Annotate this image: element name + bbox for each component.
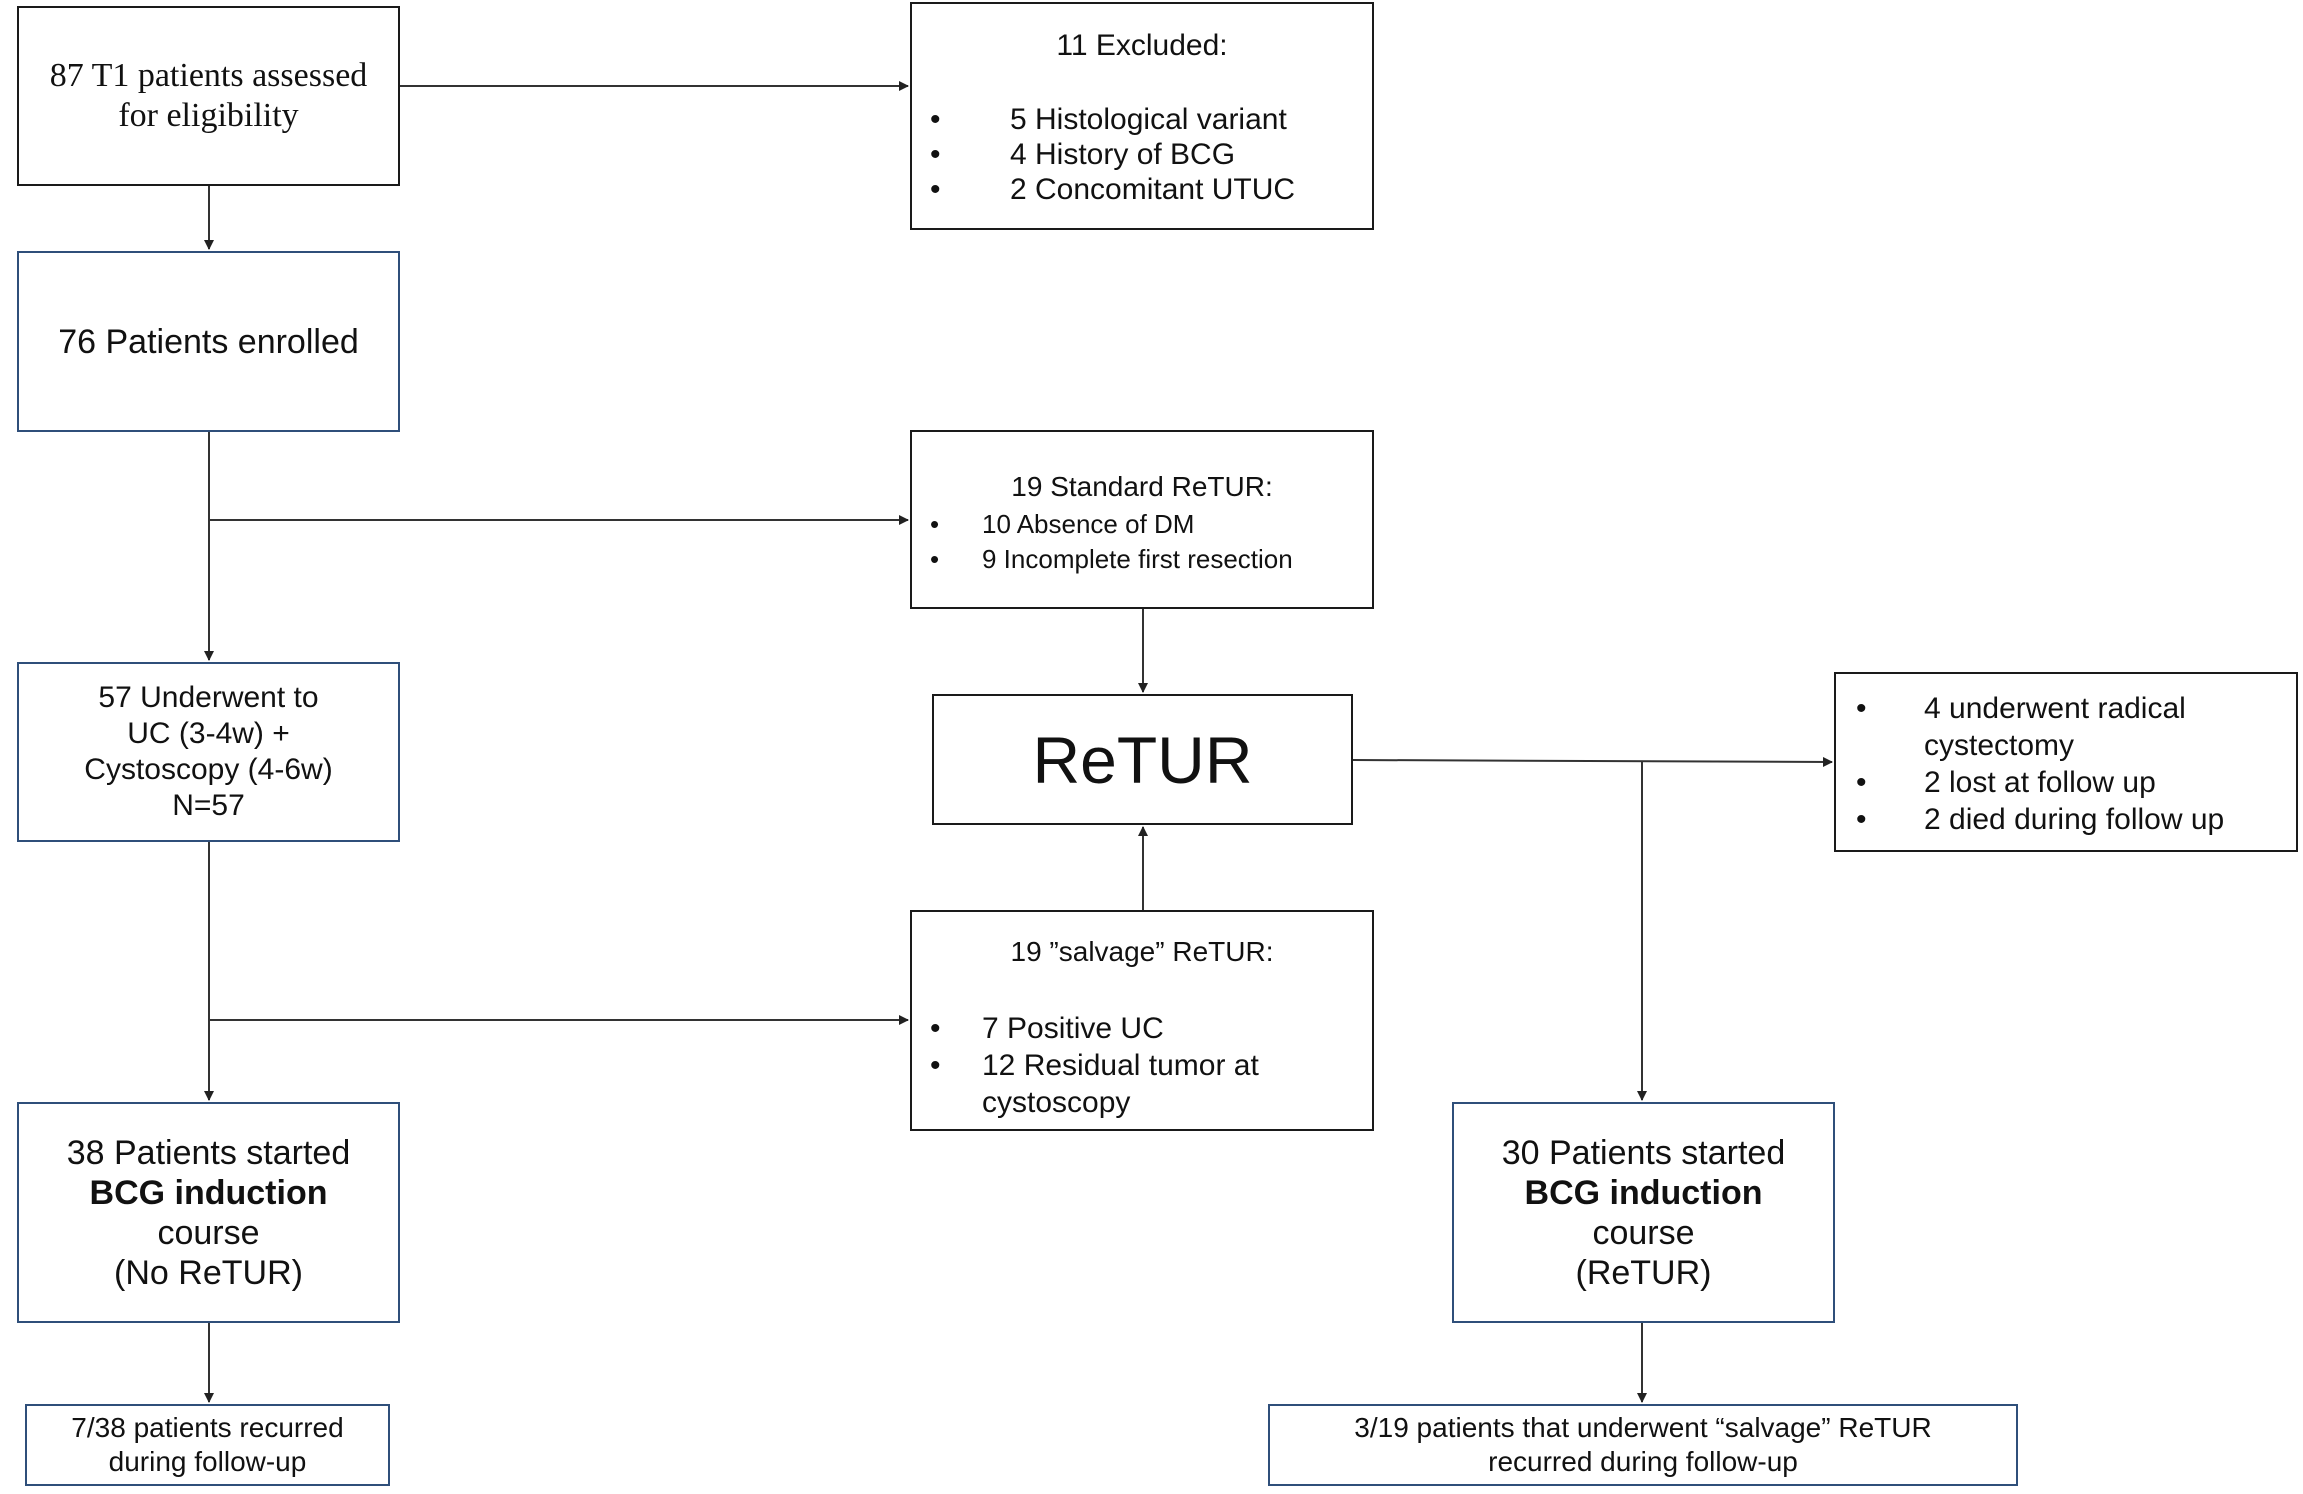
recurred-left-line-2: during follow-up <box>108 1446 307 1477</box>
standard-retur-title: 19 Standard ReTUR: <box>1011 471 1273 502</box>
standard-retur-box: 19 Standard ReTUR: •10 Absence of DM •9 … <box>910 430 1374 609</box>
salvage-retur-item: •7 Positive UC <box>930 1012 1164 1045</box>
salvage-retur-title: 19 ”salvage” ReTUR: <box>1010 936 1274 967</box>
excluded-list: •5 Histological variant •4 History of BC… <box>930 102 1295 207</box>
assessed-line-2: for eligibility <box>118 97 299 134</box>
outcomes-item: •4 underwent radical cystectomy <box>1856 692 2186 762</box>
outcomes-item: •2 lost at follow up <box>1856 766 2156 799</box>
excluded-item: •2 Concomitant UTUC <box>930 173 1296 206</box>
underwent-line-4: N=57 <box>172 789 245 822</box>
excluded-item: •4 History of BCG <box>930 138 1236 171</box>
excluded-item: •5 Histological variant <box>930 103 1287 136</box>
recurred-right-box: 3/19 patients that underwent “salvage” R… <box>1268 1404 2018 1486</box>
bcg-no-retur-bold: BCG induction <box>89 1173 328 1212</box>
enrolled-box: 76 Patients enrolled <box>17 251 400 432</box>
salvage-retur-box: 19 ”salvage” ReTUR: •7 Positive UC •12 R… <box>910 910 1374 1131</box>
bcg-retur-line-3: course <box>1592 1213 1695 1252</box>
assessed-line-1: 87 T1 patients assessed <box>49 57 368 94</box>
underwent-line-3: Cystoscopy (4-6w) <box>84 753 333 786</box>
standard-retur-item: •9 Incomplete first resection <box>930 544 1293 574</box>
bcg-no-retur-line-1: 38 Patients started <box>66 1133 351 1172</box>
outcomes-box: •4 underwent radical cystectomy •2 lost … <box>1834 672 2298 852</box>
recurred-left-box: 7/38 patients recurred during follow-up <box>25 1404 390 1486</box>
excluded-box: 11 Excluded: •5 Histological variant •4 … <box>910 2 1374 230</box>
standard-retur-list: •10 Absence of DM •9 Incomplete first re… <box>930 508 1293 578</box>
bcg-no-retur-box: 38 Patients started BCG induction course… <box>17 1102 400 1323</box>
enrolled-label: 76 Patients enrolled <box>58 322 359 361</box>
recurred-left-line-1: 7/38 patients recurred <box>71 1412 344 1443</box>
bcg-no-retur-line-3: course <box>157 1213 260 1252</box>
recurred-right-line-2: recurred during follow-up <box>1488 1446 1798 1477</box>
bcg-retur-line-4: (ReTUR) <box>1575 1253 1712 1292</box>
bcg-retur-box: 30 Patients started BCG induction course… <box>1452 1102 1835 1323</box>
outcomes-list: •4 underwent radical cystectomy •2 lost … <box>1856 690 2286 838</box>
arrow-retur-to-outcomes <box>1352 756 1833 767</box>
assessed-box: 87 T1 patients assessed for eligibility <box>17 6 400 186</box>
bcg-no-retur-line-4: (No ReTUR) <box>114 1253 303 1292</box>
bcg-retur-bold: BCG induction <box>1524 1173 1763 1212</box>
underwent-line-2: UC (3-4w) + <box>127 717 290 750</box>
standard-retur-item: •10 Absence of DM <box>930 509 1195 539</box>
retur-box: ReTUR <box>932 694 1353 825</box>
retur-label: ReTUR <box>1032 722 1253 797</box>
outcomes-item: •2 died during follow up <box>1856 803 2225 836</box>
recurred-right-line-1: 3/19 patients that underwent “salvage” R… <box>1354 1412 1932 1443</box>
underwent-line-1: 57 Underwent to <box>98 681 319 714</box>
bcg-retur-line-1: 30 Patients started <box>1501 1133 1786 1172</box>
salvage-retur-list: •7 Positive UC •12 Residual tumor at cys… <box>930 1010 1350 1121</box>
salvage-retur-item: •12 Residual tumor at cystoscopy <box>930 1049 1259 1119</box>
underwent-box: 57 Underwent to UC (3-4w) + Cystoscopy (… <box>17 662 400 842</box>
excluded-title: 11 Excluded: <box>1056 29 1228 62</box>
